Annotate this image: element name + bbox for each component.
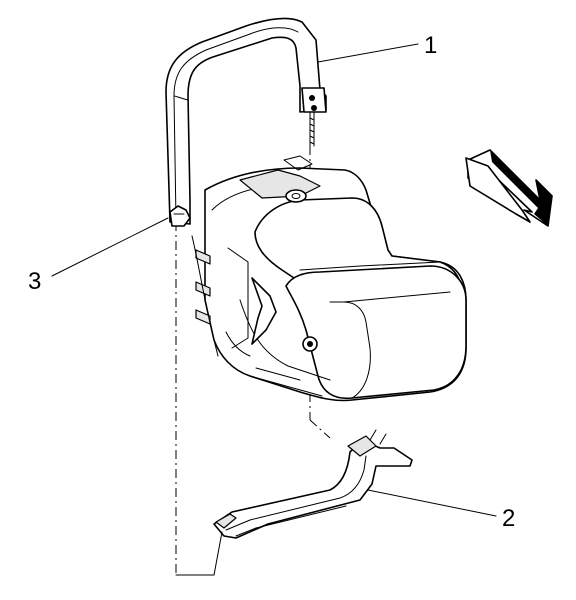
leader-lines	[51, 43, 497, 517]
fuel-tank	[191, 155, 467, 402]
lower-bracket	[175, 429, 413, 576]
callout-1: 1	[424, 32, 437, 59]
callout-2: 2	[502, 505, 515, 532]
callout-3: 3	[28, 268, 41, 295]
fuel-tank-strap	[165, 17, 327, 227]
front-arrow-icon	[465, 149, 553, 227]
